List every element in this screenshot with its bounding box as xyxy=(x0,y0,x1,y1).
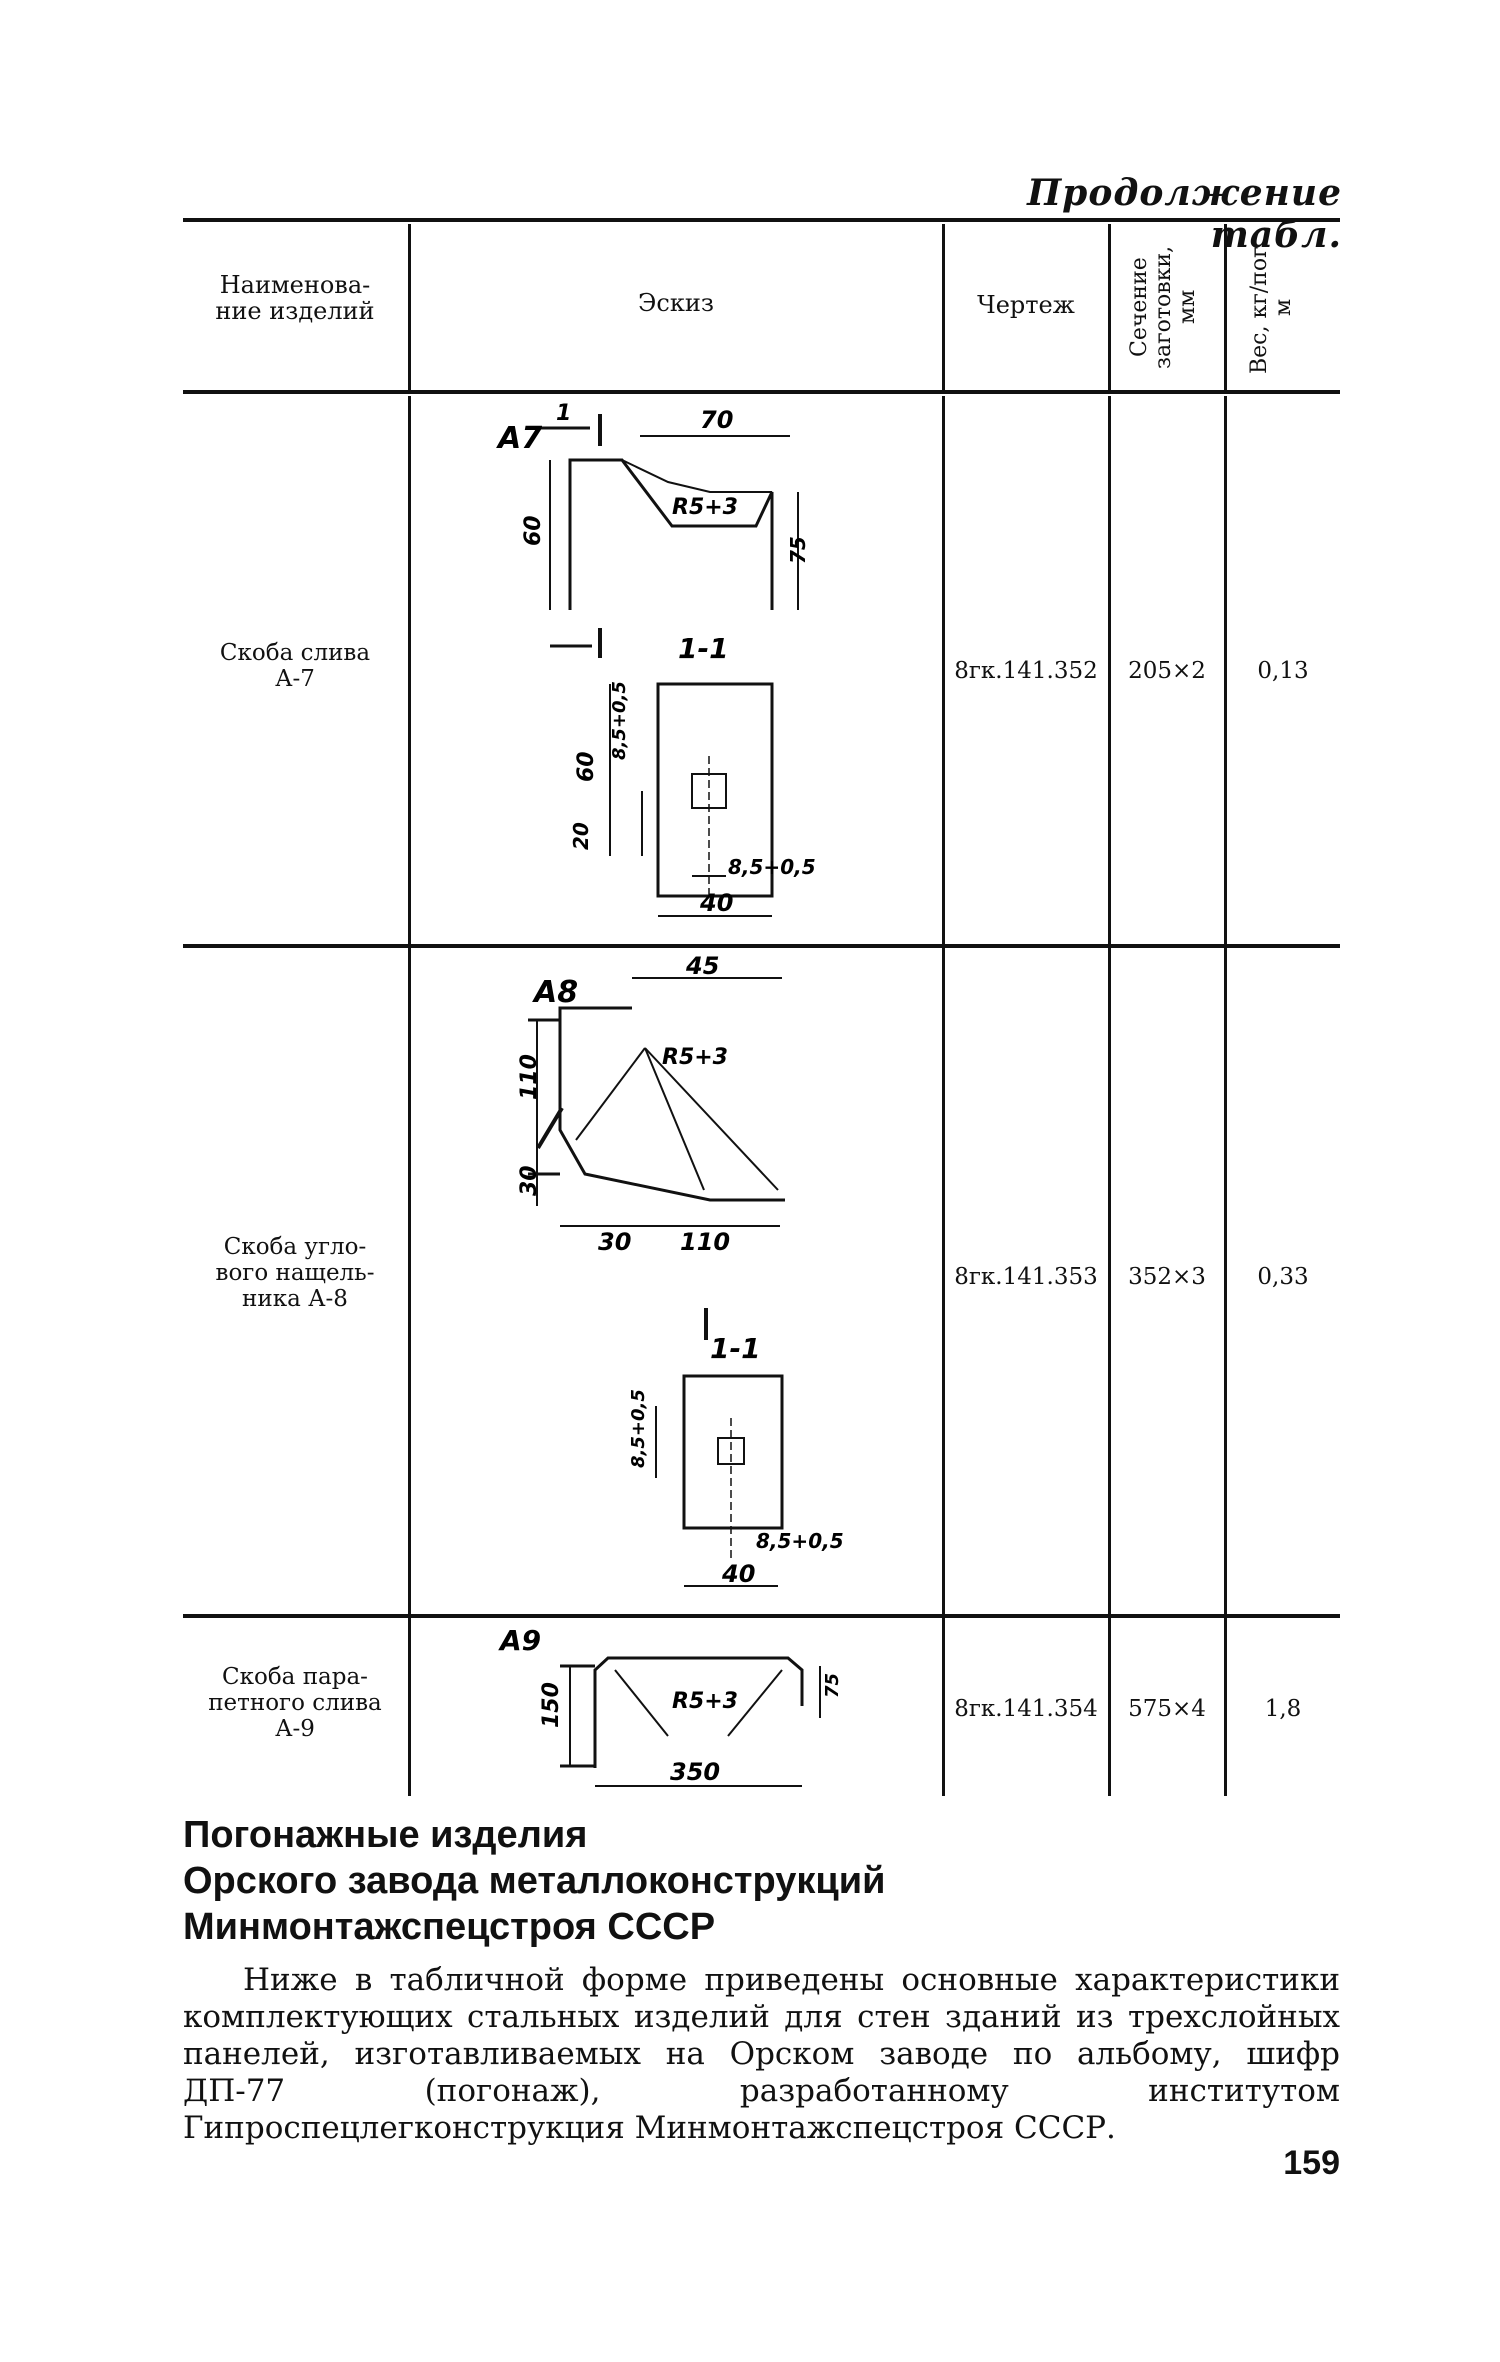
table-row-section: 352×3 xyxy=(1128,1264,1206,1290)
table-row-name: Скоба угло- вого нащель- ника А-8 xyxy=(215,1234,375,1312)
column-divider xyxy=(1108,224,1111,390)
dim-left: 150 xyxy=(539,1682,564,1728)
body-text: Ниже в табличной форме приведены основны… xyxy=(183,1962,1340,2146)
dim-height: 60 xyxy=(521,515,546,546)
table-row-drawing: 8гк.141.353 xyxy=(954,1264,1098,1290)
table-row-name: Скоба слива А-7 xyxy=(219,640,371,692)
column-divider xyxy=(942,396,945,1796)
column-divider xyxy=(942,224,945,390)
table-row-section: 205×2 xyxy=(1128,658,1206,684)
dim-width: 70 xyxy=(700,406,733,434)
header-weight: Вес, кг/пог. м xyxy=(1247,239,1296,375)
header-bottom-rule xyxy=(183,390,1340,394)
heading-line: Минмонтажспецстроя СССР xyxy=(183,1906,716,1948)
column-divider xyxy=(1224,396,1227,1796)
table-top-rule xyxy=(183,218,1340,222)
dim-b1: 30 xyxy=(598,1228,631,1256)
sketch-mark: А8 xyxy=(532,975,578,1010)
cut-width: 40 xyxy=(721,1560,755,1588)
cut-hole-w: 8,5+0,5 xyxy=(728,855,816,879)
row-divider xyxy=(183,1614,1340,1618)
table-row-section: 575×4 xyxy=(1128,1696,1206,1722)
sketch-a9: А9 150 R5+3 75 350 xyxy=(498,1624,843,1787)
radius-label: R5+3 xyxy=(672,495,738,520)
header-name: Наименова- ние изделий xyxy=(215,271,375,325)
dim-top: 45 xyxy=(685,952,719,980)
column-divider xyxy=(408,224,411,390)
page-number: 159 xyxy=(1283,2144,1340,2182)
dim-bottom: 350 xyxy=(670,1758,720,1786)
cut-label: 1-1 xyxy=(710,1332,761,1365)
radius-label: R5+3 xyxy=(672,1689,738,1714)
table-row-weight: 1,8 xyxy=(1264,1696,1302,1722)
dim-low: 30 xyxy=(517,1165,542,1196)
table-row-weight: 0,13 xyxy=(1257,658,1309,684)
sketch-mark: А9 xyxy=(498,1624,541,1657)
table-row-weight: 0,33 xyxy=(1257,1264,1309,1290)
sketch-a8: А8 45 R5+3 110 30 30 110 1-1 8,5+0,5 8,5… xyxy=(517,952,844,1588)
row-divider xyxy=(183,944,1340,948)
column-divider xyxy=(1224,224,1227,390)
dim-right: 75 xyxy=(822,1673,843,1698)
table-row-name: Скоба пара- петного слива А-9 xyxy=(208,1664,382,1742)
header-section: Сечение заготовки, мм xyxy=(1127,245,1200,369)
sketch-mark: А7 xyxy=(496,421,542,456)
header-drawing: Чертеж xyxy=(977,291,1075,319)
dim-side: 75 xyxy=(786,536,810,564)
cut-hole: 8,5+0,5 xyxy=(609,681,630,760)
section-heading: Погонажные изделия Орского завода металл… xyxy=(183,1812,885,1950)
column-divider xyxy=(408,396,411,1796)
sketch-section-mark: 1 xyxy=(556,401,571,426)
cut-label: 1-1 xyxy=(678,632,729,665)
radius-label: R5+3 xyxy=(662,1045,728,1070)
body-paragraph: Ниже в табличной форме приведены основны… xyxy=(183,1962,1340,2147)
cut-hole: 8,5+0,5 xyxy=(628,1389,649,1468)
dim-b2: 110 xyxy=(680,1228,730,1256)
cut-bottom: 20 xyxy=(569,822,593,850)
column-divider xyxy=(1108,396,1111,1796)
cut-width: 40 xyxy=(699,889,733,917)
dim-left: 110 xyxy=(517,1054,542,1100)
sketch-a7: А7 1 70 R5+3 60 75 1-1 60 8,5+0,5 20 8,5… xyxy=(496,401,816,917)
cut-hole-w: 8,5+0,5 xyxy=(756,1529,844,1553)
heading-line: Погонажные изделия xyxy=(183,1814,588,1856)
cut-height: 60 xyxy=(574,751,599,782)
table-row-drawing: 8гк.141.354 xyxy=(954,1696,1098,1722)
table-row-drawing: 8гк.141.352 xyxy=(954,658,1098,684)
heading-line: Орского завода металлоконструкций xyxy=(183,1860,886,1902)
header-sketch: Эскиз xyxy=(638,289,714,317)
